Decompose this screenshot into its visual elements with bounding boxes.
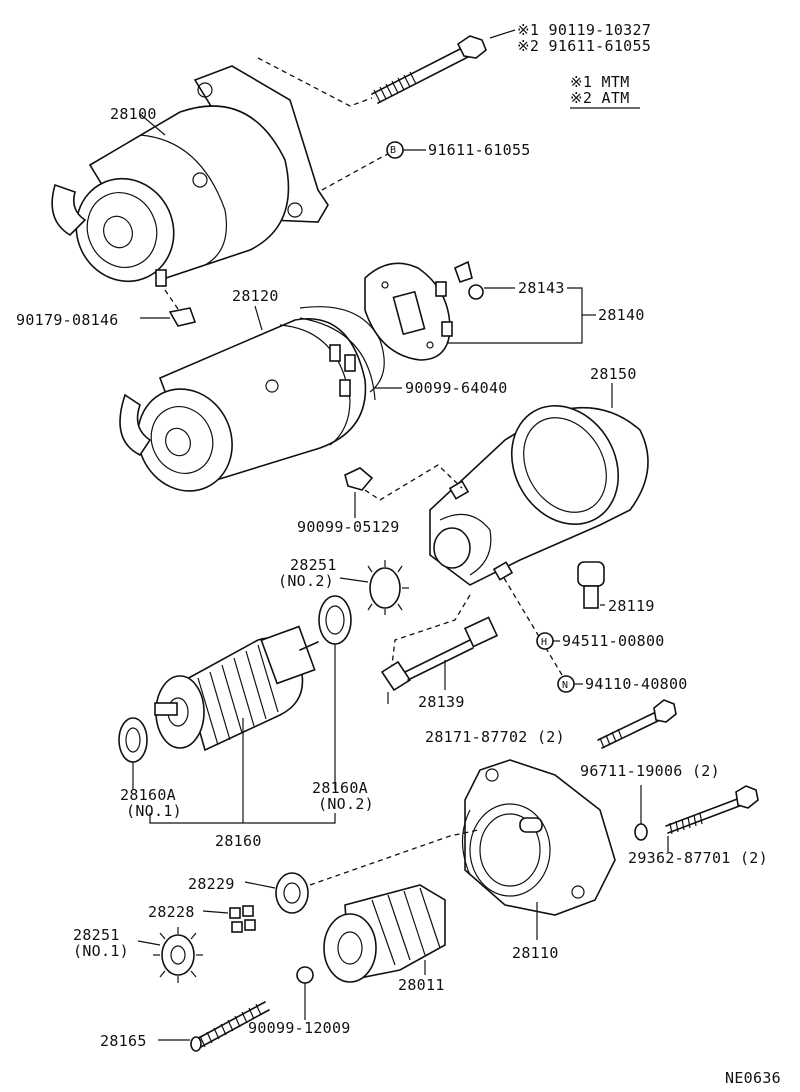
starter-assembly-28100 xyxy=(51,65,329,287)
label-28165: 28165 xyxy=(100,1032,147,1050)
dashed-leader-b xyxy=(321,151,393,191)
bearing-28160A-no2 xyxy=(318,595,352,645)
label-28171: 28171-87702 (2) xyxy=(425,728,565,746)
ball-90099-12009 xyxy=(296,966,314,984)
field-frame-28120 xyxy=(119,317,376,492)
bolt-29362 xyxy=(665,785,759,835)
label-90179: 90179-08146 xyxy=(16,311,119,329)
label-28160: 28160 xyxy=(215,832,262,850)
note-1: ※1 90119-10327 xyxy=(517,21,652,39)
label-28228: 28228 xyxy=(148,903,195,921)
label-90099-12009: 90099-12009 xyxy=(248,1019,351,1037)
nut-90179 xyxy=(168,307,197,327)
washer-96711 xyxy=(634,823,648,841)
clutch-housing-28110 xyxy=(461,759,616,916)
label-28100: 28100 xyxy=(110,105,157,123)
diagram-code: NE0636 xyxy=(725,1069,781,1087)
lead-wire-28139 xyxy=(380,616,499,704)
retainer-28229 xyxy=(275,872,309,914)
armature-28160 xyxy=(154,625,319,752)
dashed-leader-top xyxy=(257,57,373,107)
note-2: ※2 91611-61055 xyxy=(517,37,652,55)
label-28143: 28143 xyxy=(518,279,565,297)
label-94511: 94511-00800 xyxy=(562,632,665,650)
label-29362: 29362-87701 (2) xyxy=(628,849,768,867)
label-28139: 28139 xyxy=(418,693,465,711)
plunger-28119 xyxy=(577,561,605,609)
gear-28251-no1 xyxy=(153,927,203,983)
label-96711: 96711-19006 (2) xyxy=(580,762,720,780)
b-marker: B xyxy=(390,145,397,156)
legend-mtm: ※1 MTM xyxy=(570,73,630,91)
label-28160A-no1-sub: (NO.1) xyxy=(126,802,182,820)
label-28110: 28110 xyxy=(512,944,559,962)
bearing-28160A-no1 xyxy=(118,717,148,763)
n-marker: N xyxy=(562,680,569,691)
label-28251-no1-sub: (NO.1) xyxy=(73,942,129,960)
label-28251-no2: 28251 xyxy=(290,556,337,574)
clutch-28011 xyxy=(323,884,446,983)
spring-28143 xyxy=(454,260,473,284)
spring-28165 xyxy=(190,1001,270,1052)
label-90099-05129: 90099-05129 xyxy=(297,518,400,536)
label-28140: 28140 xyxy=(598,306,645,324)
label-28119: 28119 xyxy=(608,597,655,615)
rollers-28228 xyxy=(229,905,256,933)
label-28160A-no2: 28160A xyxy=(312,779,368,797)
label-91611: 91611-61055 xyxy=(428,141,531,159)
gear-28251-no2 xyxy=(367,560,409,615)
label-28150: 28150 xyxy=(590,365,637,383)
label-94110: 94110-40800 xyxy=(585,675,688,693)
label-90099-64040: 90099-64040 xyxy=(405,379,508,397)
label-28160A-no1: 28160A xyxy=(120,786,176,804)
clip-90099-05129 xyxy=(344,467,374,491)
label-28251-no1: 28251 xyxy=(73,926,120,944)
label-28160A-no2-sub: (NO.2) xyxy=(318,795,374,813)
brush-holder-28140 xyxy=(364,262,453,361)
legend-atm: ※2 ATM xyxy=(570,89,630,107)
h-marker: H xyxy=(541,637,548,648)
housing-28150 xyxy=(429,404,649,586)
label-28011: 28011 xyxy=(398,976,445,994)
label-28120: 28120 xyxy=(232,287,279,305)
bolt-28171 xyxy=(597,699,677,749)
label-28229: 28229 xyxy=(188,875,235,893)
top-bolt xyxy=(371,35,487,104)
label-28251-no2-sub: (NO.2) xyxy=(278,572,334,590)
